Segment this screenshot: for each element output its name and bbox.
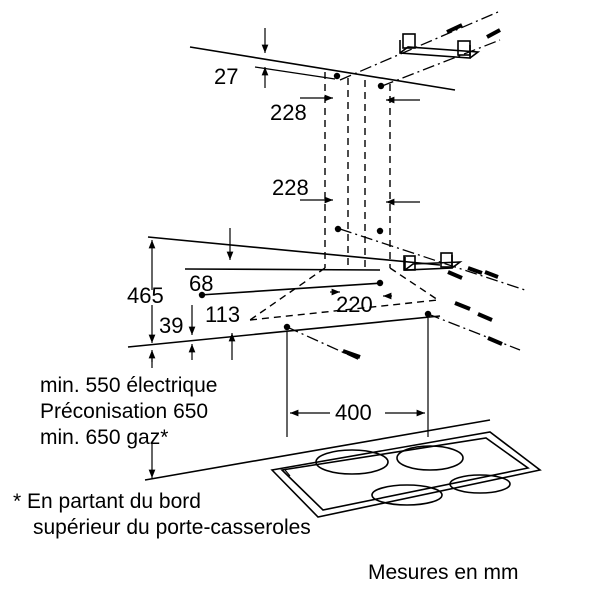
burner-front-right: [449, 474, 511, 494]
hood-top-line: [184, 268, 381, 271]
upper-bracket: [399, 33, 481, 59]
burner-front-left: [371, 484, 443, 506]
mid-reference-line: [147, 236, 441, 266]
note-recommendation: Préconisation 650: [40, 400, 208, 423]
burner-back-left: [315, 449, 389, 475]
dim-465-label: 465: [127, 283, 164, 308]
dim-220-label: 220: [336, 292, 373, 317]
fixing-point-top-left: [333, 72, 341, 80]
centerline-mid: [339, 228, 526, 291]
note-min-gas: min. 650 gaz*: [40, 426, 168, 449]
worktop-edge: [284, 469, 291, 477]
cooktop: [270, 431, 542, 518]
fixing-point-mid-left: [334, 225, 342, 233]
centerline-lower-a: [286, 326, 361, 361]
centerline-lower-b: [427, 313, 521, 351]
fixing-point-top-right: [377, 82, 385, 90]
dim-113-ref-line: [199, 282, 384, 296]
upper-screws: [446, 23, 501, 39]
units-note: Mesures en mm: [368, 561, 519, 584]
fixing-point-mid-right: [376, 227, 384, 235]
dim-228-top-label: 228: [270, 100, 307, 125]
burner-back-right: [396, 445, 464, 471]
hood-bottom-line: [127, 315, 441, 348]
fixing-point-113-right: [376, 279, 384, 287]
dim-400-label: 400: [335, 400, 372, 425]
footnote-line2: supérieur du porte-casseroles: [33, 516, 311, 539]
dim-27-label: 27: [214, 64, 238, 89]
centerline-upper-b: [381, 39, 501, 87]
lower-bracket: [403, 252, 463, 271]
dim-68-label: 68: [189, 271, 213, 296]
dim-27-ext: [254, 66, 336, 80]
dim-228-mid-label: 228: [272, 175, 309, 200]
footnote-line1: * En partant du bord: [13, 490, 201, 513]
fixing-point-113: [198, 291, 206, 299]
lower-screws: [342, 266, 503, 359]
hood-canopy-outline: [249, 267, 439, 321]
centerline-upper-a: [339, 11, 499, 81]
note-min-electric: min. 550 électrique: [40, 374, 217, 397]
ceiling-line: [189, 46, 456, 91]
dim-39-label: 39: [159, 313, 183, 338]
dim-113-label: 113: [205, 302, 240, 327]
worktop-line: [144, 419, 491, 481]
